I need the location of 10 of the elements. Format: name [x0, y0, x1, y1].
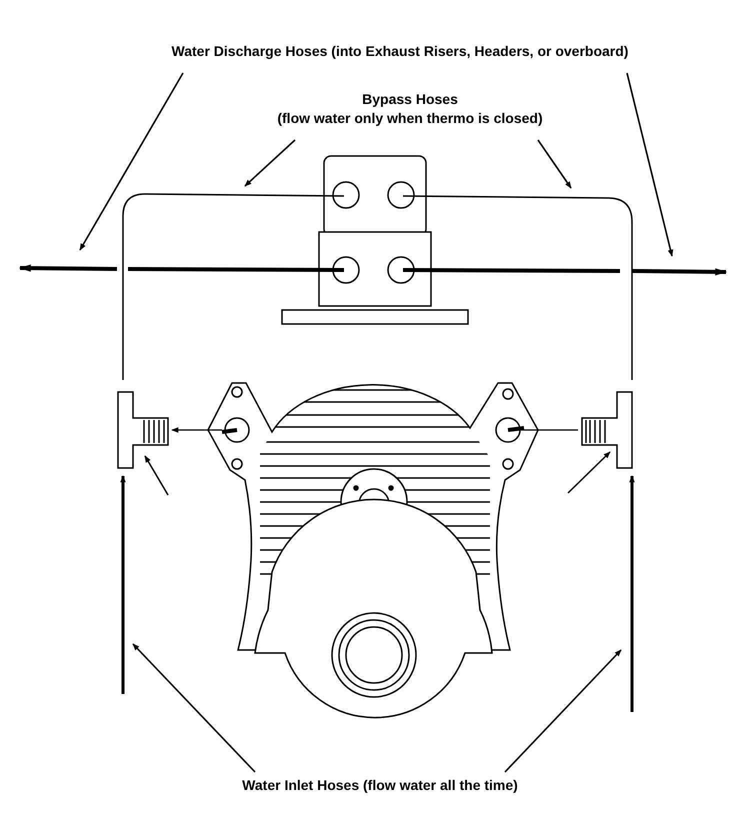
leader-arrow	[244, 139, 296, 187]
leader-arrow	[504, 649, 622, 773]
callout-label: Water Discharge Hoses (into Exhaust Risers, Headers, or overboard)	[170, 42, 630, 61]
leader-arrow	[79, 72, 184, 251]
leader-arrow	[626, 72, 674, 257]
leader-arrow	[132, 643, 256, 773]
callout-label: Water Inlet Hoses (flow water all the time)	[241, 776, 519, 795]
callout-label: Bypass Hoses	[361, 90, 459, 109]
callout-label: (flow water only when thermo is closed)	[276, 109, 544, 128]
leader-arrow	[537, 140, 572, 189]
